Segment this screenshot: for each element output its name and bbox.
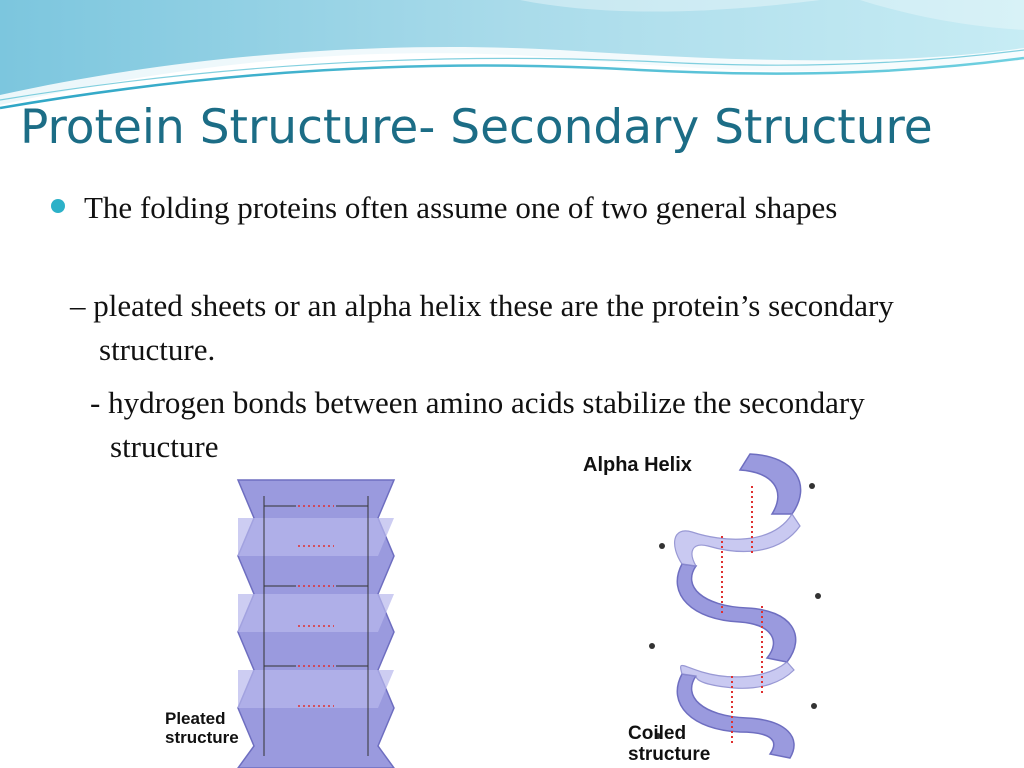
pleated-label-line-1: Pleated — [165, 709, 226, 728]
sub-point-text-1: – pleated sheets or an alpha helix these… — [70, 288, 894, 367]
coiled-label-line-1: Coiled — [628, 723, 687, 744]
pleated-sheet-diagram — [146, 476, 406, 768]
sub-point-text-2: - hydrogen bonds between amino acids sta… — [90, 385, 865, 464]
slide-title: Protein Structure- Secondary Structure — [20, 100, 933, 155]
pleated-label-line-2: structure — [165, 728, 239, 747]
alpha-helix-diagram — [622, 446, 836, 768]
coiled-structure-label: Coiled structure — [628, 723, 710, 765]
bullet-text-1: The folding proteins often assume one of… — [84, 190, 838, 225]
bullet-dot — [51, 199, 65, 213]
pleated-structure-label: Pleated structure — [165, 709, 239, 747]
coiled-label-line-2: structure — [628, 744, 711, 765]
alpha-helix-label: Alpha Helix — [583, 454, 692, 476]
